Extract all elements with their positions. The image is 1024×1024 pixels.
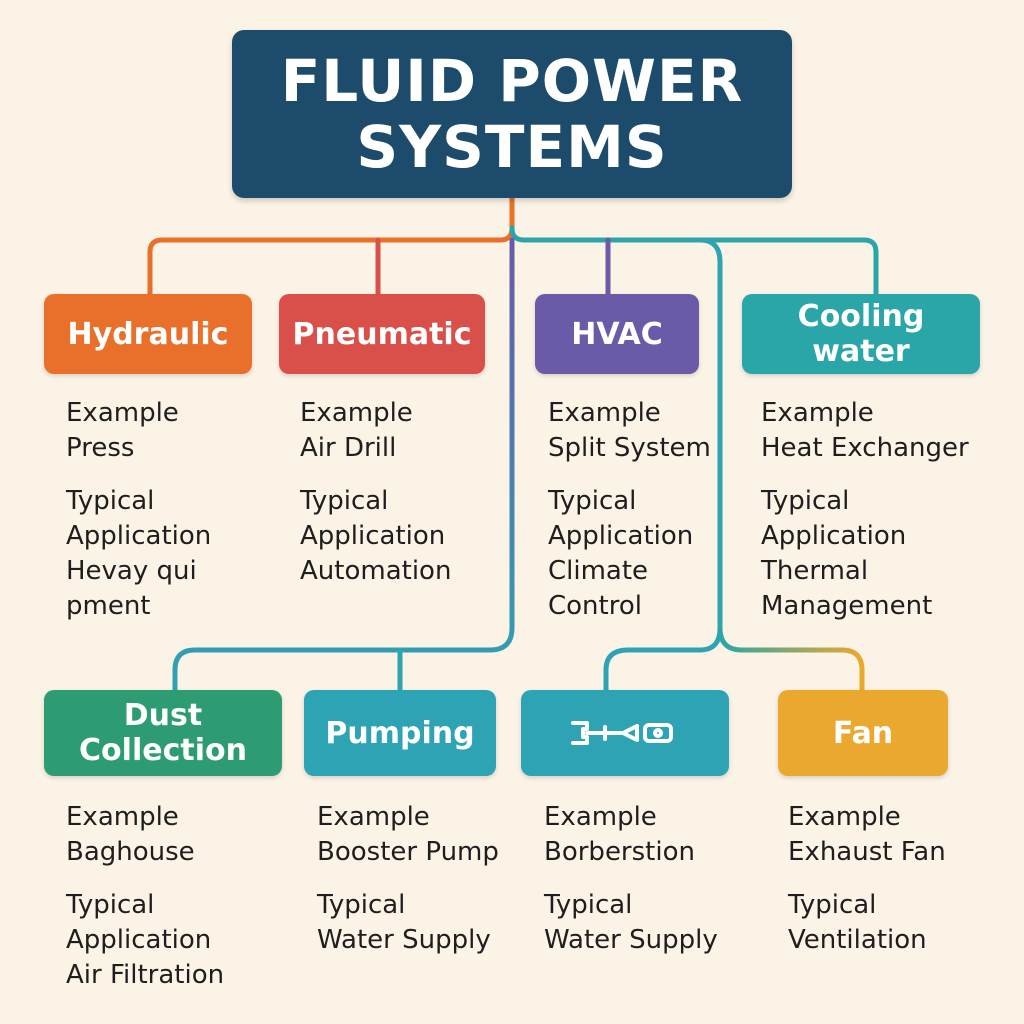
category-hvac: HVAC — [535, 294, 699, 374]
application-value: Thermal — [761, 556, 869, 586]
example-label: Example — [544, 802, 657, 832]
connector-trunk-right — [603, 237, 723, 695]
info-pneumatic: Example Air Drill Typical Application Au… — [300, 396, 451, 589]
example-label: Example — [788, 802, 901, 832]
example-value: Split System — [548, 433, 711, 463]
example-value: Borberstion — [544, 837, 695, 867]
application-label: Application — [761, 521, 907, 551]
example-value: Exhaust Fan — [788, 837, 946, 867]
application-value-cont: Management — [761, 591, 933, 621]
application-value-cont: pment — [66, 591, 151, 621]
connector-trunk-left — [172, 237, 515, 695]
category-pumping: Pumping — [304, 690, 496, 776]
root-title-box: FLUID POWER SYSTEMS — [232, 30, 792, 198]
typical-label: Typical — [66, 890, 155, 920]
example-value: Baghouse — [66, 837, 195, 867]
info-fan: Example Exhaust Fan Typical Ventilation — [788, 800, 946, 958]
typical-label: Typical — [548, 486, 637, 516]
typical-label: Typical — [300, 486, 389, 516]
application-label: Application — [66, 521, 212, 551]
category-fan: Fan — [778, 690, 948, 776]
application-label: Application — [66, 925, 212, 955]
application-value: Air Filtration — [66, 960, 225, 990]
typical-label: Typical — [66, 486, 155, 516]
example-value: Press — [66, 433, 135, 463]
example-label: Example — [761, 398, 874, 428]
connector-fan — [717, 625, 865, 695]
typical-label: Typical — [317, 890, 406, 920]
example-label: Example — [317, 802, 430, 832]
info-hydraulic: Example Press Typical Application Hevay … — [66, 396, 211, 624]
application-value: Hevay qui — [66, 556, 197, 586]
info-pumping: Example Booster Pump Typical Water Suppl… — [317, 800, 499, 958]
category-dust-collection: Dust Collection — [44, 690, 282, 776]
application-value: Ventilation — [788, 925, 927, 955]
connector-hydraulic — [147, 195, 515, 298]
category-cooling-water: Cooling water — [742, 294, 980, 374]
application-value: Water Supply — [317, 925, 491, 955]
typical-label: Typical — [788, 890, 877, 920]
title-line-2: SYSTEMS — [356, 113, 668, 181]
typical-label: Typical — [544, 890, 633, 920]
connector-cooling — [509, 225, 879, 298]
application-value: Climate — [548, 556, 649, 586]
info-dust-collection: Example Baghouse Typical Application Air… — [66, 800, 224, 993]
category-pneumatic: Pneumatic — [279, 294, 485, 374]
application-label: Application — [300, 521, 446, 551]
example-value: Air Drill — [300, 433, 397, 463]
example-value: Heat Exchanger — [761, 433, 969, 463]
category-hydraulic: Hydraulic — [44, 294, 252, 374]
info-hvac: Example Split System Typical Application… — [548, 396, 711, 624]
category-unlabeled — [521, 690, 729, 776]
application-label: Application — [548, 521, 694, 551]
application-value: Water Supply — [544, 925, 718, 955]
info-cooling-water: Example Heat Exchanger Typical Applicati… — [761, 396, 969, 624]
example-value: Booster Pump — [317, 837, 499, 867]
title-line-1: FLUID POWER — [280, 47, 744, 115]
example-label: Example — [66, 398, 179, 428]
info-unlabeled: Example Borberstion Typical Water Supply — [544, 800, 718, 958]
application-value: Automation — [300, 556, 452, 586]
typical-label: Typical — [761, 486, 850, 516]
tool-icon — [571, 721, 673, 745]
example-label: Example — [548, 398, 661, 428]
application-value-cont: Control — [548, 591, 642, 621]
example-label: Example — [66, 802, 179, 832]
example-label: Example — [300, 398, 413, 428]
